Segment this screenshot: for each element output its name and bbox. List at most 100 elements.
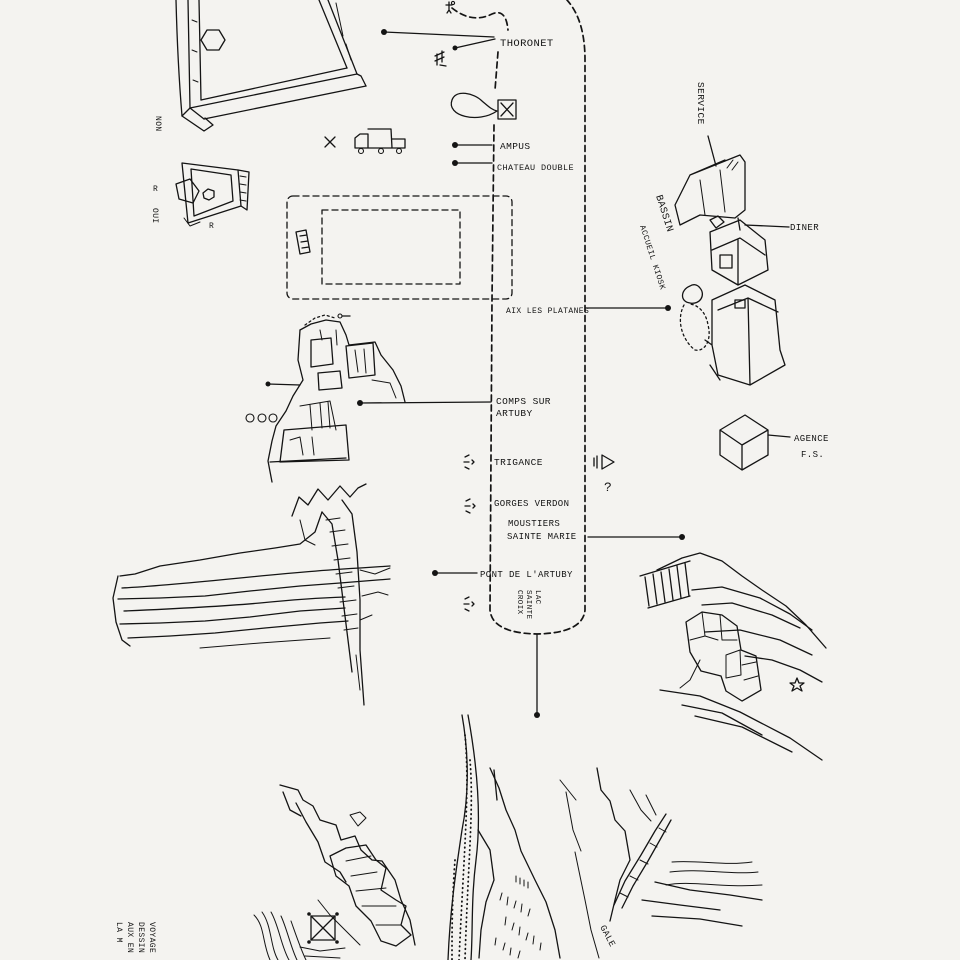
route-top-connector bbox=[451, 7, 509, 31]
marker-line-comps bbox=[359, 401, 492, 404]
ink-stroke bbox=[187, 0, 191, 109]
crossed-square-mark bbox=[310, 915, 336, 941]
figure-stroke bbox=[434, 50, 447, 67]
stop-label-moustiers-line-1: MOUSTIERS bbox=[508, 519, 560, 529]
ink-stroke bbox=[674, 154, 746, 226]
ink-stroke bbox=[310, 337, 376, 391]
corner-dot bbox=[335, 912, 339, 916]
route-band bbox=[450, 0, 586, 718]
stop-label-lac-line-3: CROIX bbox=[515, 590, 523, 615]
note-r-bottom: R bbox=[209, 222, 214, 231]
ink-stroke bbox=[467, 714, 480, 960]
boat-sketch bbox=[295, 229, 311, 255]
sun-icon bbox=[464, 498, 476, 514]
ink-stroke bbox=[237, 169, 250, 211]
ink-stroke bbox=[685, 611, 762, 702]
crossed-square-cross bbox=[310, 915, 336, 941]
ink-stroke bbox=[198, 0, 202, 101]
marker-line-thoronet-2 bbox=[454, 38, 496, 49]
cross-icon bbox=[324, 136, 336, 148]
note-question-mark: ? bbox=[604, 480, 612, 495]
pool-inner-dashed bbox=[321, 209, 461, 285]
caption-line-3: AUX EN bbox=[125, 922, 134, 953]
pool-outer-dashed bbox=[286, 195, 513, 300]
ink-stroke bbox=[183, 175, 247, 227]
sketch-stepped-village bbox=[279, 784, 416, 947]
sketch-bridge-valley bbox=[559, 767, 763, 959]
ink-stroke bbox=[191, 2, 352, 83]
pond-dotted-outline bbox=[679, 303, 710, 351]
marker-connectors bbox=[357, 29, 685, 576]
note-gale: GALE bbox=[597, 924, 617, 949]
window-mark bbox=[734, 299, 746, 309]
figure-stroke bbox=[445, 1, 453, 14]
ink-stroke bbox=[175, 0, 183, 117]
ink-stroke bbox=[299, 946, 346, 959]
stop-label-comps-line-2: ARTUBY bbox=[496, 408, 533, 419]
ink-stroke bbox=[641, 881, 763, 927]
route-marker-dot bbox=[534, 712, 540, 718]
truck-wheel bbox=[395, 147, 403, 155]
ink-stroke bbox=[279, 784, 416, 946]
ink-stroke bbox=[319, 329, 397, 399]
ink-stroke bbox=[329, 844, 412, 947]
stop-label-aix-les-platanes: AIX LES PLATANES bbox=[506, 307, 589, 316]
ink-stroke bbox=[119, 607, 346, 625]
stop-label-pont-artuby: PONT DE L'ARTUBY bbox=[480, 570, 573, 580]
speaker-icon bbox=[593, 454, 615, 470]
ink-stroke bbox=[189, 73, 358, 109]
hexagon-mark bbox=[200, 29, 226, 51]
ink-stroke bbox=[289, 400, 337, 456]
sun-icon bbox=[463, 596, 475, 612]
truck-wheel bbox=[357, 147, 365, 155]
sketch-contour-corner bbox=[253, 911, 346, 960]
stop-label-thoronet: THORONET bbox=[500, 38, 554, 50]
ink-stroke bbox=[199, 519, 391, 691]
water-dot-texture bbox=[464, 759, 473, 960]
stair-hatch bbox=[325, 517, 359, 631]
loop-icon bbox=[257, 413, 267, 423]
ink-stroke bbox=[282, 791, 347, 883]
ink-stroke bbox=[699, 159, 739, 216]
ink-stroke bbox=[321, 511, 353, 673]
grass-ticks bbox=[494, 875, 542, 959]
ink-stroke bbox=[299, 319, 406, 403]
corner-dot bbox=[307, 912, 311, 916]
crossed-box-frame bbox=[497, 99, 517, 120]
note-non: NON bbox=[153, 116, 162, 132]
water-dot-texture bbox=[451, 859, 456, 960]
stop-label-ampus: AMPUS bbox=[500, 141, 531, 152]
ink-stroke bbox=[656, 552, 827, 649]
ink-stroke bbox=[175, 178, 200, 204]
note-accueil-kiosk: ACCUEIL KIOSK bbox=[637, 224, 666, 291]
ink-stroke bbox=[181, 107, 214, 132]
note-r-top: R bbox=[153, 185, 158, 194]
ink-stroke bbox=[202, 188, 215, 201]
figure-icon bbox=[434, 50, 447, 67]
ink-stroke bbox=[304, 314, 336, 326]
note-diner: DINER bbox=[790, 223, 819, 233]
bridge-rail bbox=[613, 813, 672, 909]
sketch-cloister-detail bbox=[175, 162, 250, 227]
ink-stroke bbox=[709, 215, 725, 229]
stop-label-trigance: TRIGANCE bbox=[494, 457, 543, 468]
note-agence-fs: F.S. bbox=[801, 450, 824, 460]
ink-stroke bbox=[639, 560, 691, 609]
truck-body bbox=[354, 128, 406, 149]
ink-stroke bbox=[121, 565, 391, 589]
sketch-pool bbox=[286, 195, 513, 300]
caption-line-2: DESSIN bbox=[136, 922, 145, 953]
ink-stroke bbox=[267, 329, 304, 483]
ink-stroke bbox=[112, 575, 131, 647]
service-leader-line bbox=[707, 135, 717, 167]
ink-stroke bbox=[704, 284, 786, 386]
ink-stroke bbox=[117, 578, 391, 600]
ink-stroke bbox=[659, 689, 823, 761]
truck-wheel bbox=[377, 147, 385, 155]
marker-line-thoronet bbox=[383, 31, 495, 38]
stop-label-lac-line-1: LAC bbox=[533, 590, 541, 605]
corner-dot bbox=[335, 940, 339, 944]
ink-stroke bbox=[291, 483, 367, 517]
sketch-gorge-lake bbox=[447, 714, 561, 960]
loop-icon bbox=[245, 413, 255, 423]
